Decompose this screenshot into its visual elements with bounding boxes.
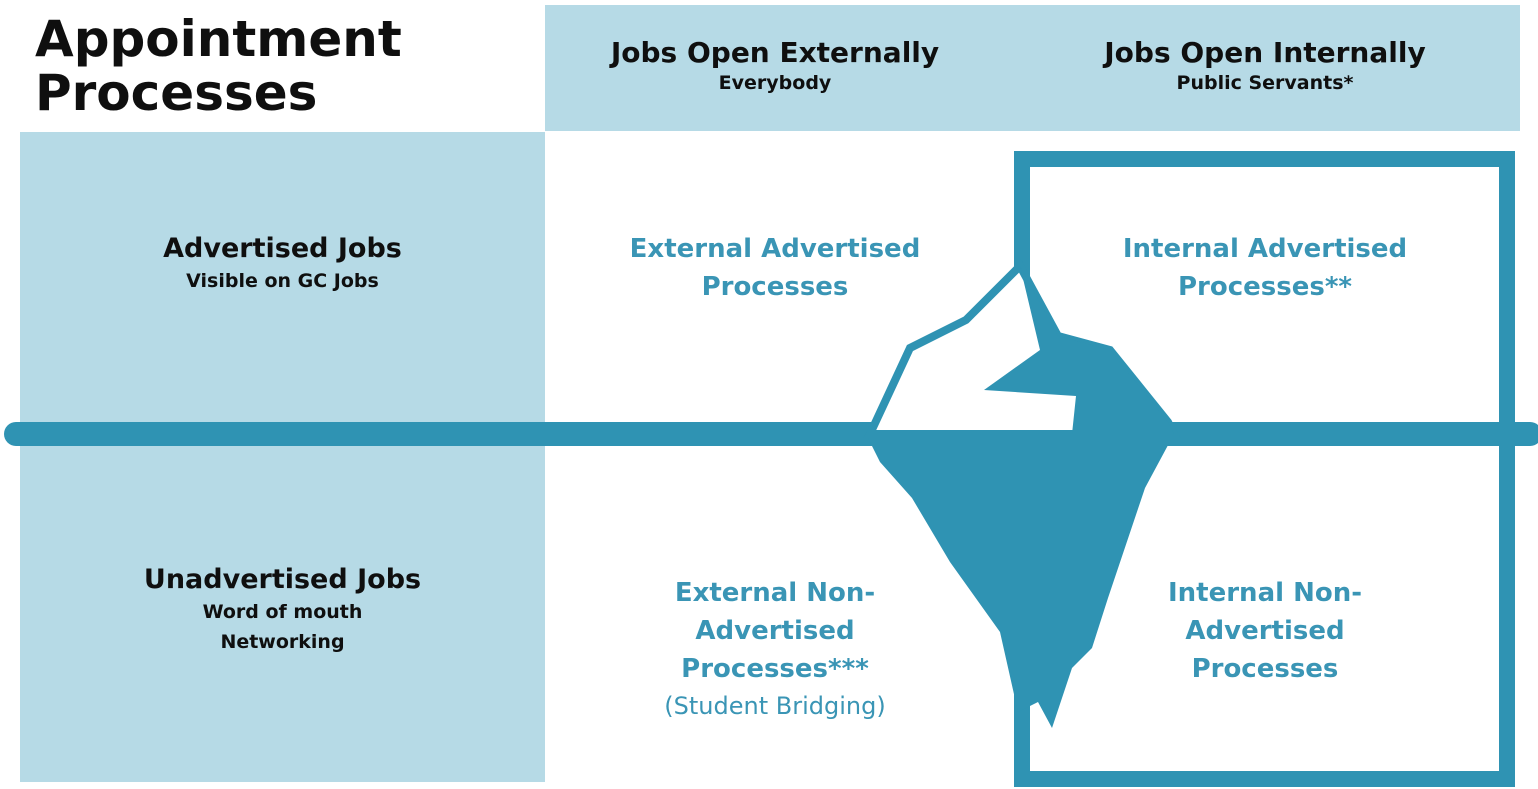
iceberg-underwater	[866, 434, 1174, 728]
row-header-advertised: Advertised Jobs Visible on GC Jobs	[20, 232, 545, 296]
row-subtitle-advertised: Visible on GC Jobs	[186, 270, 379, 292]
cell-line: Processes***	[681, 654, 869, 684]
column-subtitle-external: Everybody	[718, 72, 832, 94]
cell-line: Advertised	[1185, 616, 1345, 646]
column-subtitle-internal: Public Servants*	[1176, 72, 1354, 94]
iceberg-dark-face	[984, 266, 1174, 434]
row-header-unadvertised: Unadvertised Jobs Word of mouth Networki…	[20, 563, 545, 657]
cell-external-advertised: External Advertised Processes	[560, 230, 990, 306]
title-line-1: Appointment	[35, 10, 402, 68]
cell-note-student-bridging: (Student Bridging)	[664, 692, 886, 720]
row-subtitle-unadvertised-1: Word of mouth	[202, 601, 363, 623]
cell-line: Processes	[1191, 654, 1339, 684]
row-title-unadvertised: Unadvertised Jobs	[143, 564, 422, 595]
column-title-internal: Jobs Open Internally	[1104, 36, 1426, 69]
row-header-panel	[20, 132, 545, 782]
column-header-external: Jobs Open Externally Everybody	[560, 36, 990, 96]
column-header-panel	[545, 5, 1520, 131]
cell-line: Internal Advertised	[1122, 234, 1408, 264]
row-subtitle-unadvertised-2: Networking	[220, 631, 345, 653]
column-title-external: Jobs Open Externally	[610, 36, 940, 69]
cell-line: Processes**	[1177, 272, 1353, 302]
cell-external-non-advertised: External Non- Advertised Processes*** (S…	[560, 574, 990, 724]
cell-line: Advertised	[695, 616, 855, 646]
column-header-internal: Jobs Open Internally Public Servants*	[1030, 36, 1500, 96]
cell-line: Internal Non-	[1167, 578, 1362, 608]
cell-internal-non-advertised: Internal Non- Advertised Processes	[1030, 574, 1500, 688]
cell-line: Processes	[701, 272, 849, 302]
title-line-2: Processes	[35, 64, 318, 122]
row-title-advertised: Advertised Jobs	[163, 233, 402, 264]
cell-line: External Non-	[674, 578, 876, 608]
cell-internal-advertised: Internal Advertised Processes**	[1030, 230, 1500, 306]
cell-line: External Advertised	[629, 234, 921, 264]
